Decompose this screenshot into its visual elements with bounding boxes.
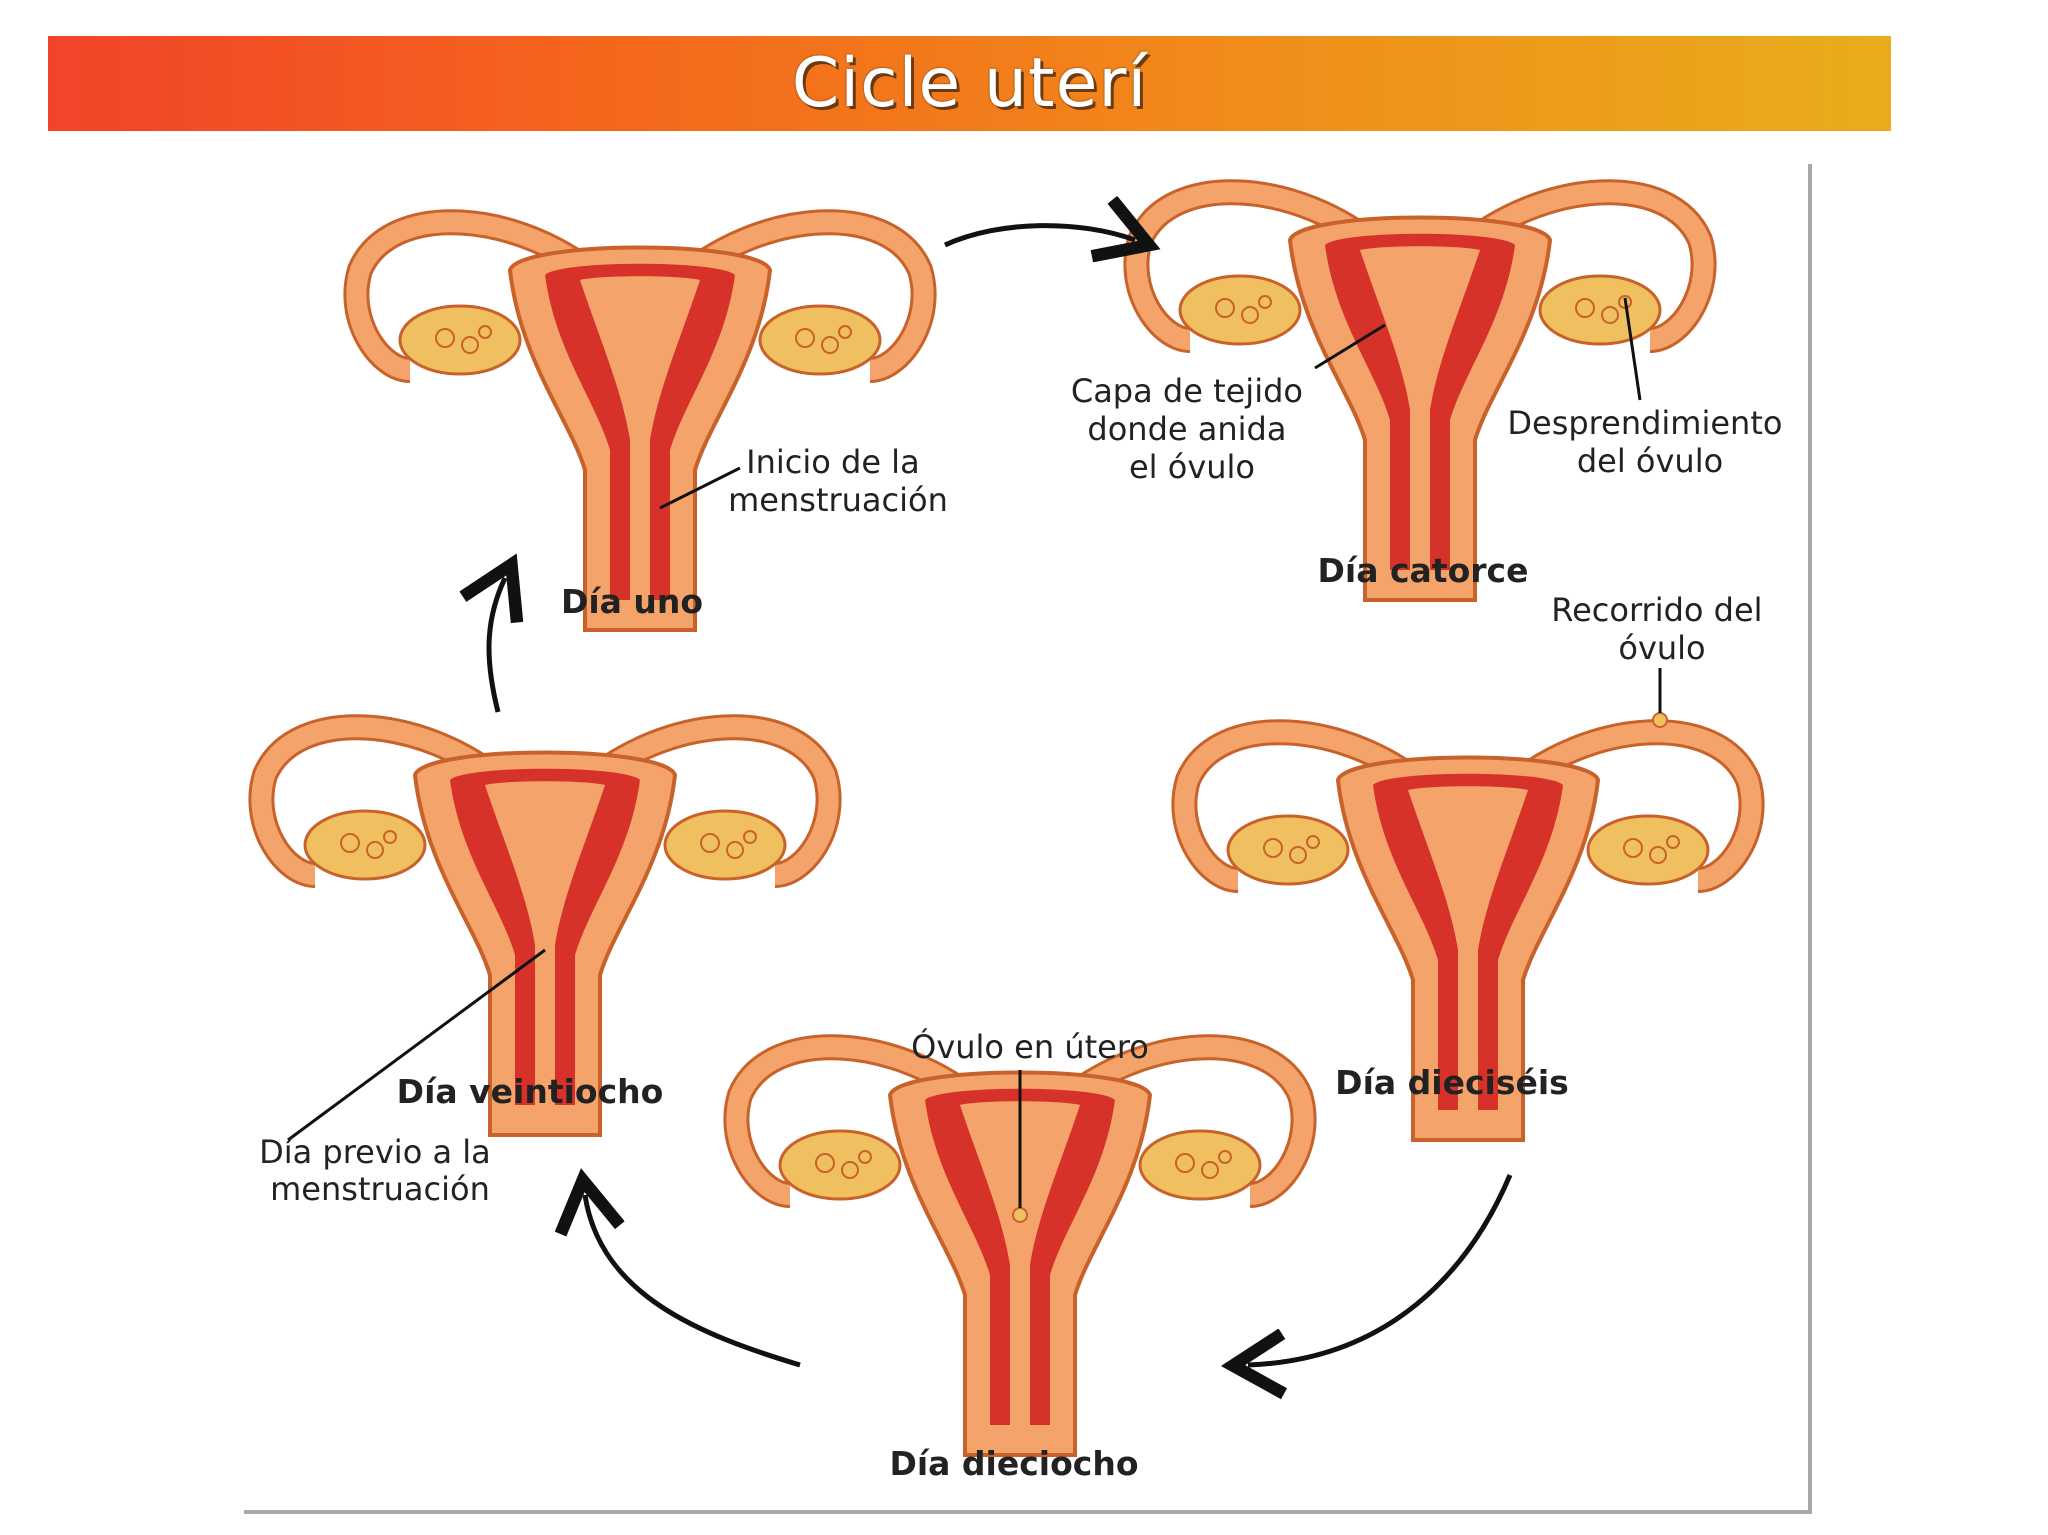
- arrow-one-to-fourteen: [943, 226, 1135, 245]
- note-tissue-layer: Capa de tejido donde anida el óvulo: [1071, 372, 1313, 486]
- leader-line-tissue-layer: [1314, 323, 1386, 370]
- note-ovum-in-uterus: Óvulo en útero: [911, 1027, 1149, 1066]
- note-ovum-release: Desprendimiento del óvulo: [1507, 404, 1792, 480]
- arrow-sixteen-to-eighteen: [1248, 1174, 1513, 1365]
- note-pre-menstruation: Día previo a la menstruación: [259, 1133, 501, 1208]
- stage-label-day-sixteen: Día dieciséis: [1335, 1063, 1569, 1102]
- stage-label-day-twenty-eight: Día veintiocho: [397, 1072, 664, 1111]
- leader-line-ovum-release: [1623, 297, 1642, 401]
- stage-label-day-one: Día uno: [561, 582, 703, 621]
- title-banner: Cicle uterí: [48, 36, 1891, 131]
- stage-label-day-fourteen: Día catorce: [1318, 551, 1529, 590]
- leader-line-menstruation-start: [659, 466, 741, 510]
- note-ovum-path: Recorrido del óvulo: [1551, 591, 1772, 667]
- ovum-in-uterus-icon: [1012, 1207, 1028, 1223]
- uterus-day-one: [356, 222, 923, 630]
- note-menstruation-start: Inicio de la menstruación: [728, 443, 948, 519]
- arrow-twenty-eight-to-one: [489, 578, 505, 713]
- stage-label-day-eighteen: Día dieciocho: [889, 1444, 1138, 1483]
- page-title: Cicle uterí: [791, 44, 1148, 123]
- leader-line-pre-menstruation: [287, 948, 546, 1142]
- arrow-eighteen-to-twenty-eight: [585, 1195, 801, 1368]
- ovum-in-tube-icon: [1652, 712, 1668, 728]
